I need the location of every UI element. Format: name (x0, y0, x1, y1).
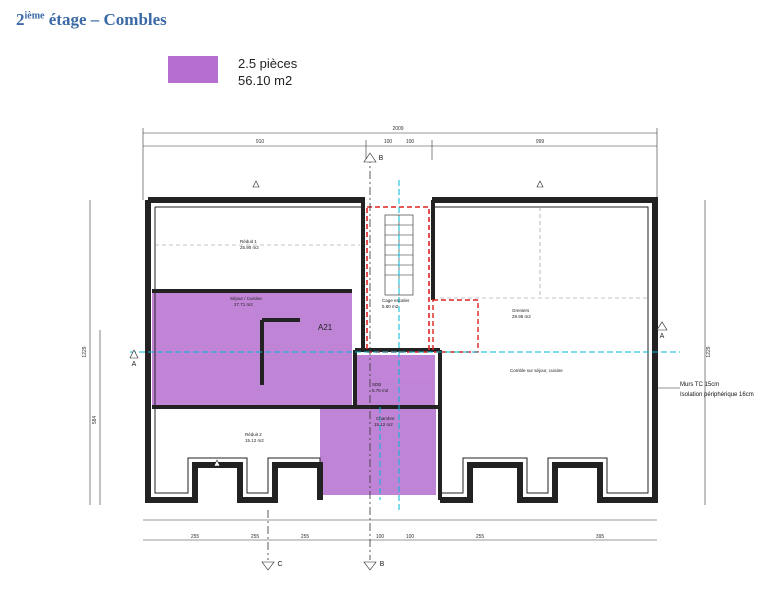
room-chambre-name: Chambre (376, 416, 395, 421)
fire-compartment-stairs (366, 206, 430, 353)
room-stairs-name: Cage escalier (382, 298, 410, 303)
dim-top-left: 910 (256, 139, 265, 145)
outer-walls (145, 197, 658, 503)
unit-label: A21 (318, 323, 333, 332)
attic-lines (155, 207, 650, 299)
section-c-bottom: C (277, 561, 282, 568)
room-greniers-area: 29.95 m2 (512, 314, 531, 319)
warning-icon (252, 180, 260, 188)
interior-walls (152, 200, 442, 500)
combles-note: Comble sur séjour, cuisine (510, 368, 563, 373)
wall-note-line2: Isolation périphérique 16cm (680, 392, 754, 398)
dim-bottom-5: 100 (406, 534, 415, 540)
dim-left-mid: 584 (92, 416, 98, 425)
room-sejour-area: 27.71 m2 (234, 302, 253, 307)
dim-bottom-1: 255 (191, 534, 200, 540)
legend-rooms-label: 2.5 pièces (238, 56, 298, 71)
dim-top-right: 999 (536, 139, 545, 145)
section-b-top: B (379, 155, 384, 162)
dim-top-mid-a: 100 (384, 139, 393, 145)
dim-height-left: 1229 (82, 346, 88, 357)
room-r2-area: 15.12 m2 (245, 438, 264, 443)
section-a-left: A (132, 361, 137, 368)
top-dimensions (89, 128, 706, 541)
dim-bottom-4: 100 (376, 534, 385, 540)
section-b-bottom-marker (363, 561, 377, 571)
dim-bottom-6: 255 (476, 534, 485, 540)
room-r2-name: Réduit 2 (245, 432, 262, 437)
section-c-bottom-marker (261, 561, 275, 571)
page-title: 2ième étage – Combles (16, 10, 167, 29)
room-stairs-area: 5.80 m2 (382, 304, 399, 309)
warning-icon (213, 459, 221, 467)
section-b-top-marker (363, 152, 377, 163)
legend-area-label: 56.10 m2 (238, 73, 293, 88)
fire-compartment-shaft (432, 299, 479, 353)
dim-top-mid-b: 100 (406, 139, 415, 145)
room-r1-name: Réduit 1 (240, 239, 257, 244)
legend-swatch (168, 56, 218, 83)
warning-icon (536, 180, 544, 188)
section-a-right-marker (656, 321, 668, 331)
room-r1-area: 25.90 m2 (240, 245, 259, 250)
room-greniers-name: Greniers (512, 308, 530, 313)
legend-text: 2.5 pièces 56.10 m2 (238, 55, 297, 89)
axis-lines (130, 180, 680, 510)
room-sdb-area: 5.76 m2 (372, 388, 389, 393)
section-b-bottom: B (380, 561, 385, 568)
section-a-left-marker (129, 349, 139, 359)
room-sejour-name: Séjour / Cuisine (230, 296, 262, 301)
room-sdb-name: SDB (372, 382, 381, 387)
dim-overall-top: 2009 (392, 126, 403, 132)
dim-bottom-7: 395 (596, 534, 605, 540)
apartment-area (152, 291, 436, 495)
dim-height-right: 1229 (706, 346, 712, 357)
dim-bottom-3: 255 (301, 534, 310, 540)
dim-bottom-2: 255 (251, 534, 260, 540)
section-a-right: A (660, 333, 665, 340)
room-chambre-area: 15.12 m2 (374, 422, 393, 427)
inner-wall-lines (154, 206, 649, 494)
wall-note-line1: Murs TC 15cm (680, 382, 719, 388)
